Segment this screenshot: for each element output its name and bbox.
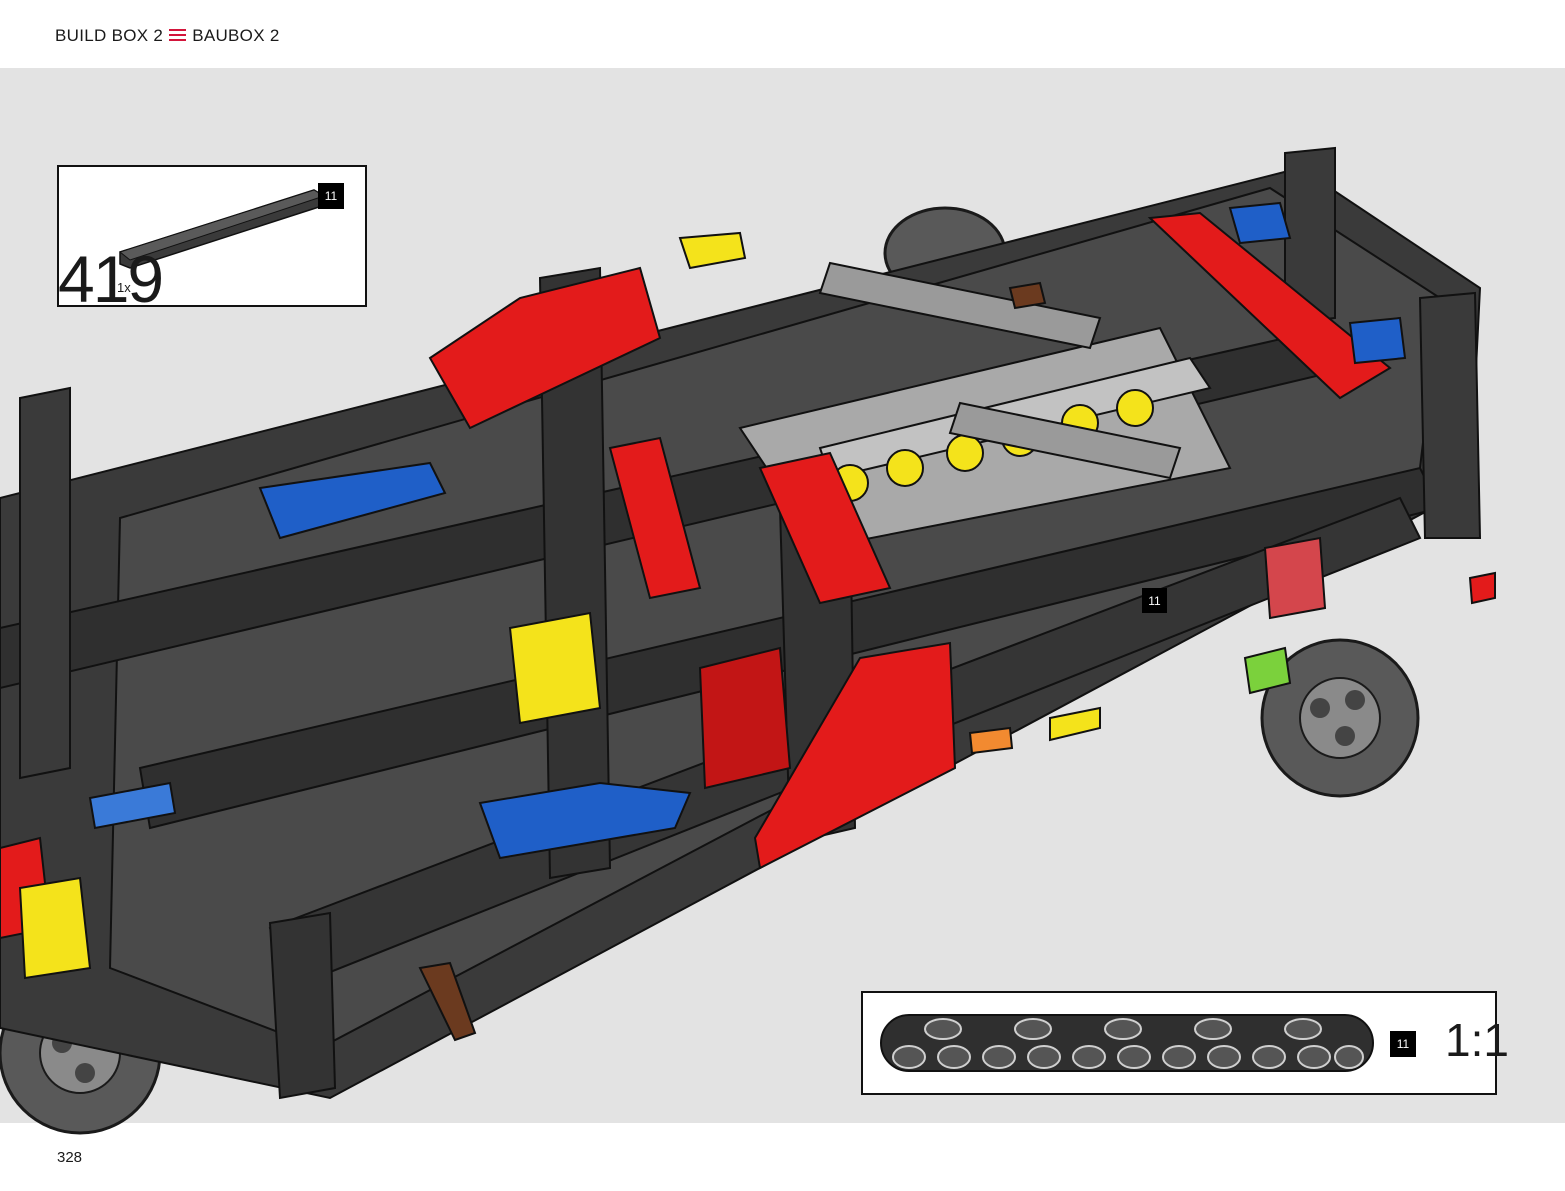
blue-parts: [88, 201, 1407, 860]
parts-quantity: 1x: [117, 280, 131, 295]
front-wheel-right: [1260, 638, 1420, 798]
technic-beam-11-scale-icon: [880, 1014, 1374, 1072]
step-part-length-badge: 11: [1142, 588, 1167, 613]
accent-parts: [418, 281, 1496, 1042]
model-illustration: [0, 146, 1496, 1135]
scale-length-badge: 11: [1390, 1031, 1416, 1057]
page-header: BUILD BOX 2 BAUBOX 2: [0, 0, 1565, 68]
menu-lines-icon: [169, 29, 187, 41]
engine-block: [738, 261, 1232, 550]
page-number: 328: [57, 1149, 83, 1166]
parts-length-badge: 11: [318, 183, 344, 209]
parts-list-callout: 11 1x: [57, 165, 367, 307]
yellow-parts: [18, 231, 1101, 980]
scale-label: 1:1: [1445, 1014, 1509, 1066]
instruction-stage: 11 11 1x 419: [0, 68, 1565, 1135]
header-title: BUILD BOX 2 BAUBOX 2: [55, 26, 280, 46]
header-left-label: BUILD BOX 2: [55, 26, 164, 45]
header-right-label: BAUBOX 2: [192, 26, 280, 45]
step-number: 419: [58, 242, 164, 316]
scale-callout: 11 1:1: [861, 991, 1509, 1095]
